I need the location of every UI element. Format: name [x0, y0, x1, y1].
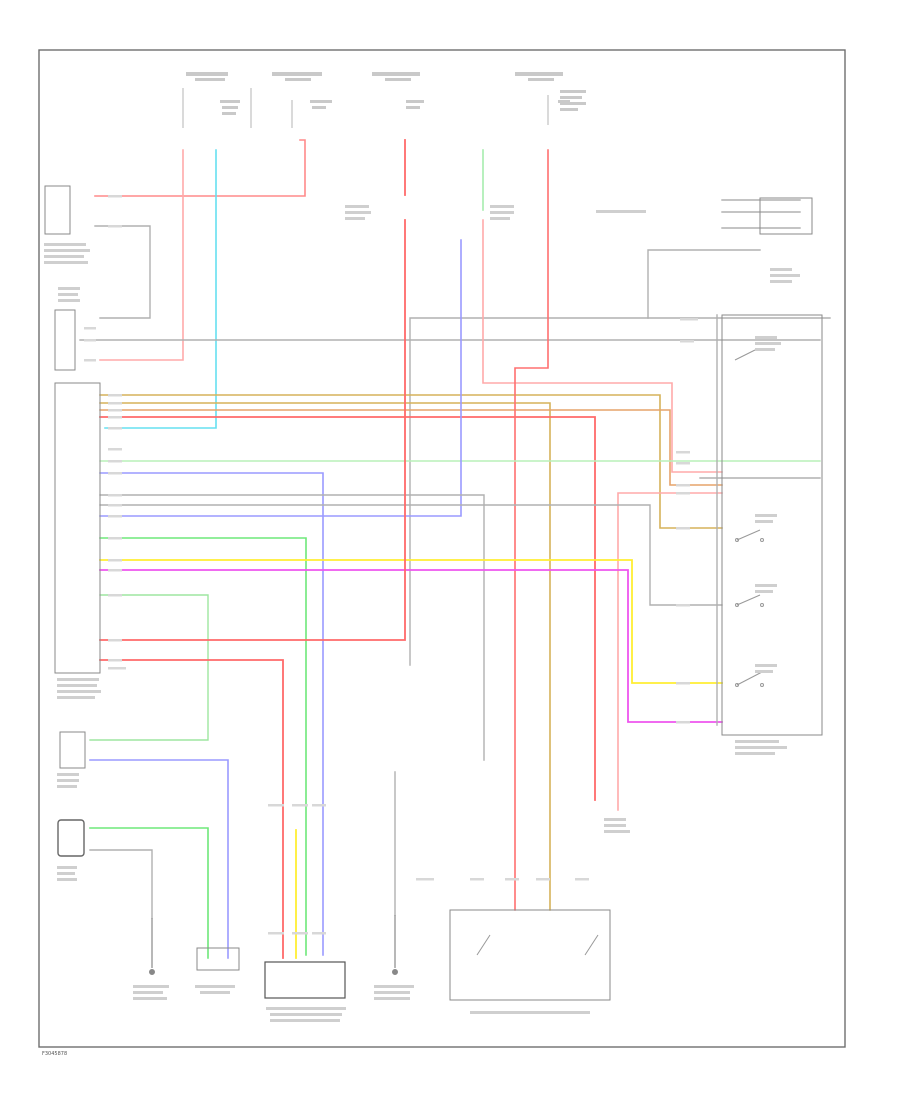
wire-red-2	[99, 416, 596, 801]
top-fuse-blocks	[182, 88, 549, 128]
wire-blue-1	[99, 472, 324, 956]
wire-green-3	[89, 594, 209, 741]
wire-grey-motor	[94, 225, 151, 319]
wire-green-4	[89, 827, 209, 959]
wire-grey-bus-3	[647, 249, 761, 319]
wire-blue-2	[99, 239, 462, 517]
component-outlines	[44, 185, 823, 1001]
right-door-switch-box	[59, 731, 86, 769]
wire-pink-mid	[617, 492, 723, 811]
wire-green-2	[99, 537, 307, 956]
control-unit-box	[54, 382, 101, 674]
illegible-labels	[44, 205, 800, 1022]
sensor-box	[57, 819, 85, 857]
top-block-marks	[186, 72, 586, 115]
actuator-assembly-box	[449, 909, 611, 1001]
wire-pink-right	[482, 219, 723, 473]
front-door-lock-box	[759, 197, 813, 235]
diagram-code: F3045878	[42, 1051, 67, 1057]
wire-tan-2	[99, 402, 551, 911]
ground-symbols	[149, 915, 398, 975]
wire-grey-bus-2	[409, 317, 831, 666]
right-switches	[476, 349, 764, 956]
bottom-connector-1	[196, 947, 240, 971]
wire-red-3	[99, 219, 406, 641]
wire-blue-3	[89, 759, 229, 959]
ground-mid	[392, 969, 398, 975]
wire-orange	[99, 409, 723, 486]
wire-red-4	[99, 659, 284, 959]
right-lock-assembly	[721, 314, 823, 736]
wire-grey-4	[99, 494, 485, 761]
wire-pink-left	[99, 149, 184, 361]
top-left-motor	[44, 185, 71, 235]
left-door-switch	[54, 309, 76, 371]
wire-red-top-left	[94, 139, 306, 197]
wire-magenta	[99, 569, 723, 723]
diagram-frame	[38, 49, 846, 1048]
wire-red-right	[514, 149, 549, 911]
wire-grey-ground-1	[89, 849, 153, 919]
wire-cyan	[104, 149, 217, 429]
ground-left	[149, 969, 155, 975]
wire-runs	[79, 139, 831, 959]
wire-tags	[84, 195, 698, 935]
bottom-connector-2	[264, 961, 346, 999]
